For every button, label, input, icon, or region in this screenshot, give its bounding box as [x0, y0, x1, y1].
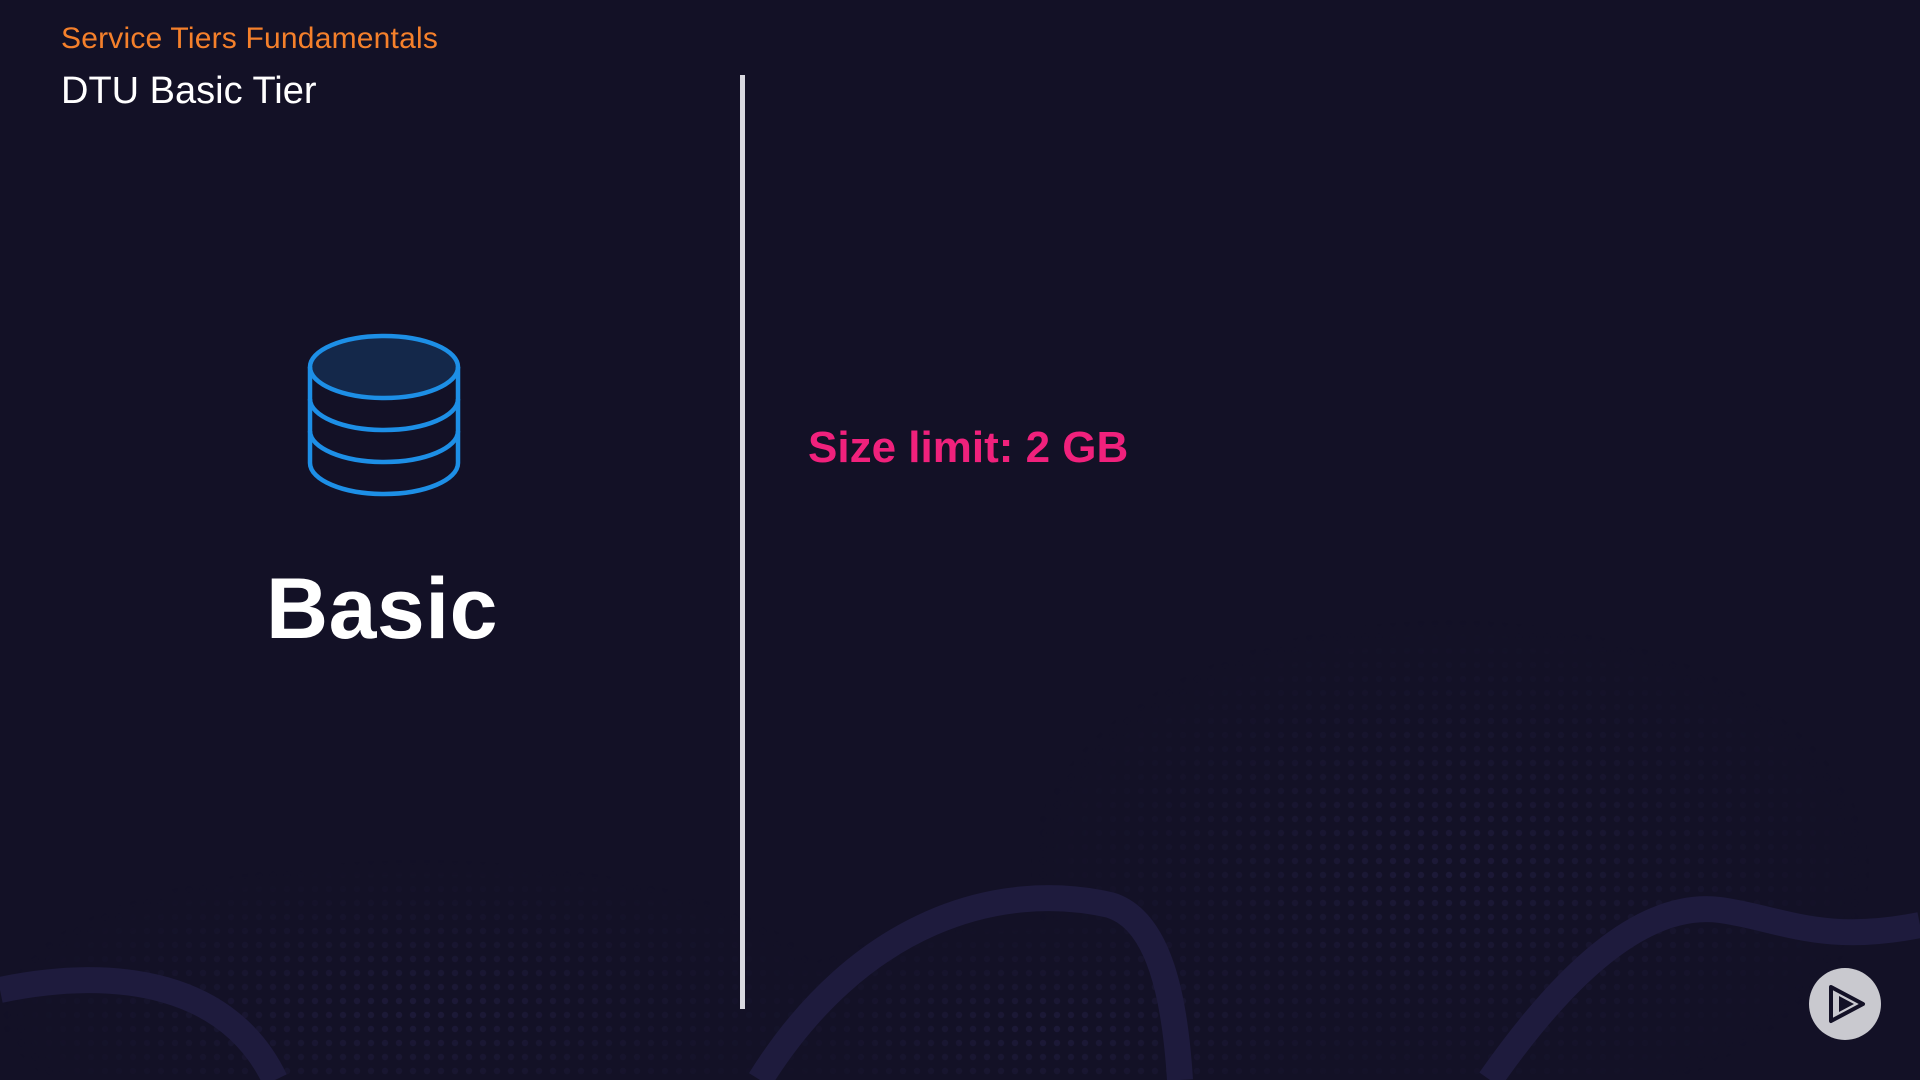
vertical-divider — [740, 75, 745, 1009]
tier-name: Basic — [266, 561, 498, 657]
database-icon — [307, 333, 461, 497]
play-logo-icon — [1829, 985, 1865, 1023]
slide-title: DTU Basic Tier — [61, 70, 317, 112]
module-title: Service Tiers Fundamentals — [61, 22, 439, 55]
size-limit-text: Size limit: 2 GB — [808, 423, 1129, 472]
play-logo-button[interactable] — [1809, 968, 1881, 1040]
